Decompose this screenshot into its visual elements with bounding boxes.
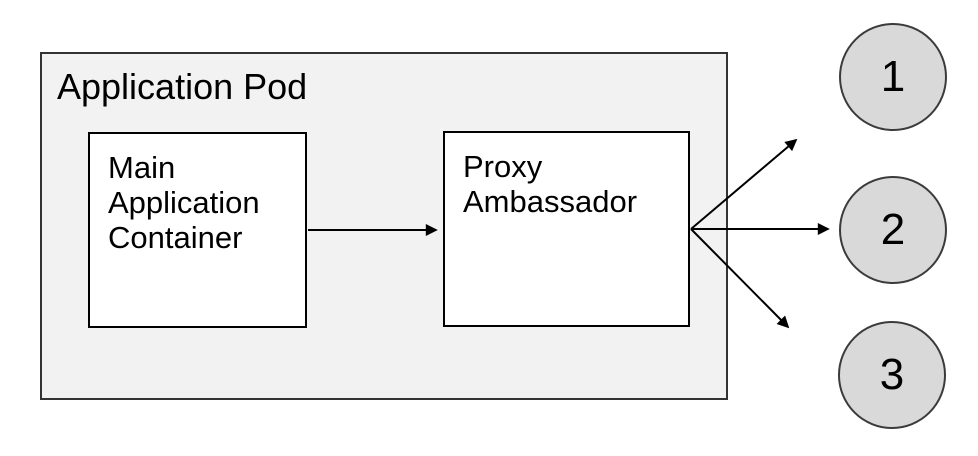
application-pod-label: Application Pod (57, 66, 308, 107)
node-main-application-container: Main Application Container (88, 132, 307, 328)
application-pod-container: Application Pod Main Application Contain… (40, 52, 728, 400)
endpoint-circle-3-label: 3 (879, 350, 905, 399)
endpoint-circle-2: 2 (839, 176, 947, 284)
node-main-application-container-label: Main Application Container (108, 150, 260, 255)
endpoint-circle-2-label: 2 (880, 205, 906, 254)
endpoint-circle-1: 1 (839, 23, 947, 131)
endpoint-circle-1-label: 1 (880, 52, 906, 101)
endpoint-circle-3: 3 (838, 321, 946, 429)
node-proxy-ambassador-label: Proxy Ambassador (463, 149, 638, 219)
node-proxy-ambassador: Proxy Ambassador (443, 131, 690, 327)
